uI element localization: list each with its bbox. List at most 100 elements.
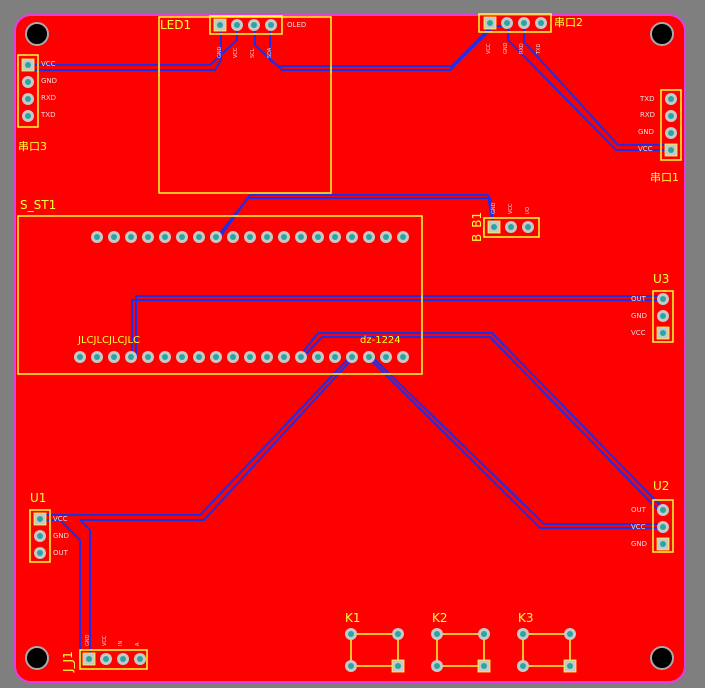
pad-round xyxy=(210,231,222,243)
u3-header-outline xyxy=(652,290,674,343)
u3-designator: U3 xyxy=(653,272,670,286)
mounting-hole xyxy=(650,646,674,670)
pad-square xyxy=(483,16,497,30)
pad-round xyxy=(517,660,529,672)
pad-round xyxy=(657,310,669,322)
pad-round xyxy=(142,351,154,363)
trace xyxy=(28,25,238,66)
silkscreen-outlines xyxy=(17,13,682,670)
trace xyxy=(131,299,663,357)
pad-round xyxy=(91,231,103,243)
pad-round xyxy=(431,660,443,672)
pad-round xyxy=(363,351,375,363)
u2-header-outline xyxy=(652,499,674,553)
trace xyxy=(79,356,355,660)
pad-round xyxy=(261,351,273,363)
pad-round xyxy=(125,351,137,363)
k3-designator: K3 xyxy=(518,611,534,625)
pad-round xyxy=(193,351,205,363)
u1-header-outline xyxy=(29,509,51,563)
port3-pin-label: VCC xyxy=(41,60,56,68)
led1-header-outline xyxy=(209,15,283,35)
trace xyxy=(135,295,663,357)
pad-round xyxy=(397,351,409,363)
pad-square xyxy=(21,58,35,72)
jj1-pin-label: A xyxy=(135,642,141,646)
led1-designator: LED1 xyxy=(160,18,192,32)
jj1-designator: J_J1 xyxy=(61,651,75,672)
led1-outline xyxy=(158,16,332,194)
pad-round xyxy=(363,231,375,243)
k3-outline xyxy=(522,633,571,667)
mounting-hole xyxy=(650,22,674,46)
pad-round xyxy=(657,521,669,533)
port2-pin-label: GND xyxy=(503,42,509,54)
pad-square xyxy=(664,143,678,157)
trace xyxy=(302,336,661,513)
led1-pin-label: GND xyxy=(217,46,223,58)
pad-round xyxy=(34,530,46,542)
trace xyxy=(40,356,351,516)
trace xyxy=(371,356,663,525)
pad-round xyxy=(134,653,146,665)
bb1-header-outline xyxy=(483,217,540,238)
port1-pin-label: TXD xyxy=(640,95,655,103)
jj1-pin-label: GND xyxy=(85,634,91,646)
mounting-hole xyxy=(25,646,49,670)
u1-pin-label: GND xyxy=(53,532,70,540)
u3-pin-label: GND xyxy=(631,312,648,320)
port2-pin-label: RXD xyxy=(519,43,525,54)
u2-pin-label: OUT xyxy=(631,506,646,514)
pad-round xyxy=(345,660,357,672)
pad-square xyxy=(563,659,577,673)
led1-pin-label: SCL xyxy=(250,48,256,58)
pad-round xyxy=(505,221,517,233)
pad-round xyxy=(117,653,129,665)
pad-round xyxy=(159,231,171,243)
port3-designator: 串口3 xyxy=(18,140,47,153)
pad-round xyxy=(295,351,307,363)
pad-round xyxy=(501,17,513,29)
oled-label: OLED xyxy=(287,21,307,29)
port2-header-outline xyxy=(478,13,552,33)
pad-round xyxy=(108,231,120,243)
k1-designator: K1 xyxy=(345,611,361,625)
pad-round xyxy=(159,351,171,363)
pad-round xyxy=(665,127,677,139)
pad-round xyxy=(265,19,277,31)
pad-round xyxy=(100,653,112,665)
pad-round xyxy=(312,231,324,243)
pad-round xyxy=(665,110,677,122)
bb1-pin-label: I/O xyxy=(525,206,531,214)
port1-pin-label: RXD xyxy=(640,111,656,119)
pad-round xyxy=(210,351,222,363)
pad-square xyxy=(656,326,670,340)
pad-round xyxy=(193,231,205,243)
sst1-designator: S_ST1 xyxy=(20,198,57,212)
k2-outline xyxy=(436,633,485,667)
pad-round xyxy=(261,231,273,243)
pad-round xyxy=(108,351,120,363)
trace xyxy=(367,356,663,529)
pad-round xyxy=(346,351,358,363)
pad-round xyxy=(244,231,256,243)
pad-round xyxy=(244,351,256,363)
pad-round xyxy=(564,628,576,640)
dz-label: dz-1224 xyxy=(360,335,401,346)
u2-pin-label: GND xyxy=(631,540,648,548)
pad-round xyxy=(227,231,239,243)
traces xyxy=(28,23,673,660)
port3-pin-label: RXD xyxy=(41,94,57,102)
port1-designator: 串口1 xyxy=(650,171,679,184)
pad-round xyxy=(522,221,534,233)
port1-pin-label: VCC xyxy=(638,145,653,153)
u1-pin-label: OUT xyxy=(53,549,68,557)
pad-round xyxy=(312,351,324,363)
pad-round xyxy=(517,628,529,640)
pad-square xyxy=(33,512,47,526)
pad-round xyxy=(665,93,677,105)
pad-square xyxy=(487,220,501,234)
pad-round xyxy=(518,17,530,29)
led1-pin-label: VCC xyxy=(233,47,239,58)
